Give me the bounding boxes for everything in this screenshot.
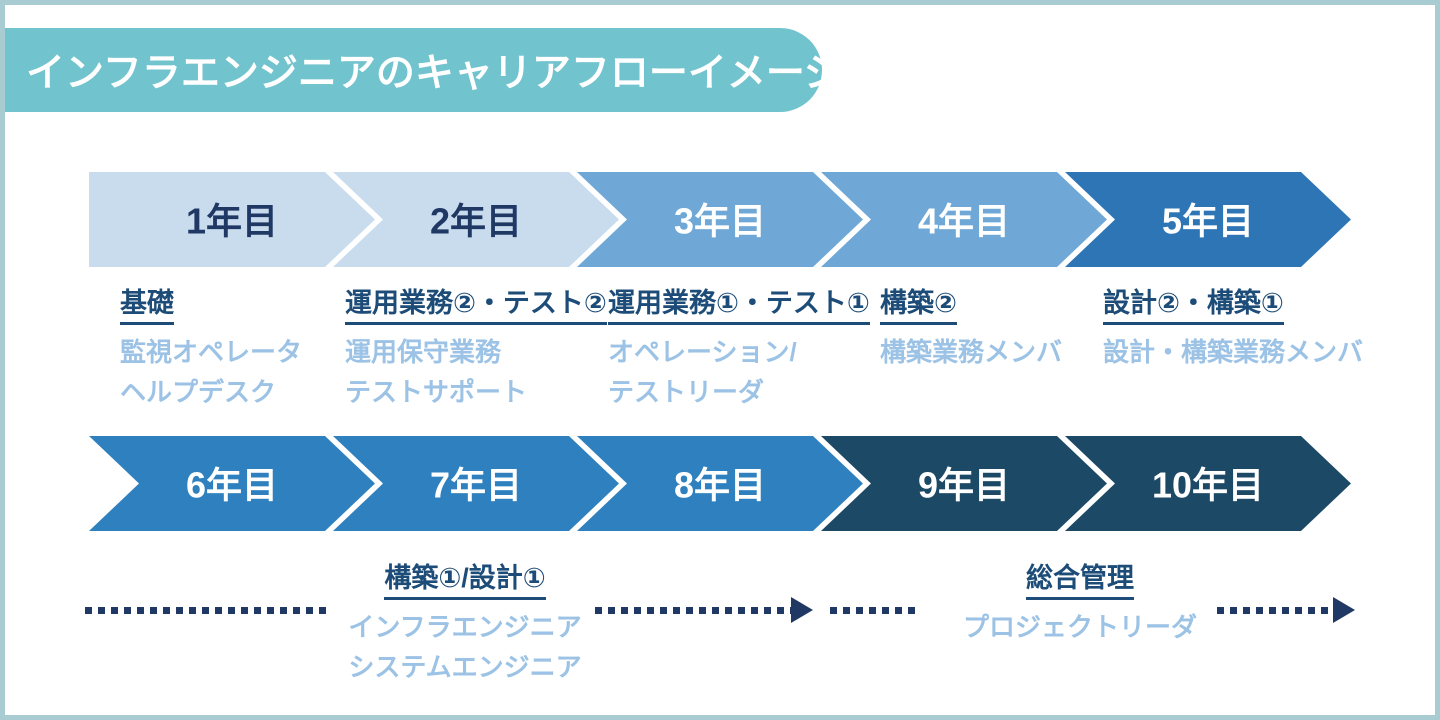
stage-group-management: 総合管理 プロジェクトリーダ — [925, 556, 1235, 647]
stage-heading: 運用業務①・テスト① — [608, 281, 870, 325]
year-3-label: 3年目 — [674, 201, 766, 242]
year-9-chevron — [821, 436, 1107, 531]
year-8-label: 8年目 — [674, 465, 766, 506]
flow-arrowhead-icon — [1333, 597, 1355, 623]
year-7-label: 7年目 — [430, 465, 522, 506]
stage-role: テストサポート — [345, 377, 528, 407]
stage-heading: 運用業務②・テスト② — [345, 281, 607, 325]
title-banner: インフラエンジニアのキャリアフローイメージ — [4, 28, 843, 112]
stage-group-build-design: 構築①/設計① インフラエンジニア システムエンジニア — [310, 556, 620, 687]
timeline-row-years-1-5: 1年目 2年目 3年目 4年目 5年目 — [89, 172, 1351, 267]
stage-role: システムエンジニア — [348, 652, 582, 682]
dotted-flow-line-4 — [1217, 607, 1333, 614]
year-5-label: 5年目 — [1162, 201, 1254, 242]
stage-heading: 構築② — [880, 281, 957, 325]
year-4-chevron — [821, 172, 1107, 267]
flow-arrowhead-icon — [791, 597, 813, 623]
stage-heading: 構築①/設計① — [384, 556, 546, 600]
year-3-chevron — [577, 172, 863, 267]
stage-role: オペレーション/ — [608, 337, 797, 367]
stage-role: 運用保守業務 — [345, 337, 502, 367]
stage-heading: 総合管理 — [1026, 556, 1134, 600]
stage-column-year-3: 運用業務①・テスト① オペレーション/ テストリーダ — [608, 281, 870, 412]
stage-column-year-5: 設計②・構築① 設計・構築業務メンバ — [1103, 281, 1363, 372]
year-6-label: 6年目 — [186, 465, 278, 506]
timeline-row-years-6-10: 6年目 7年目 8年目 9年目 10年目 — [89, 436, 1351, 531]
year-9-label: 9年目 — [918, 465, 1010, 506]
stage-role: インフラエンジニア — [348, 612, 582, 642]
year-1-chevron — [89, 172, 375, 267]
stage-column-year-1: 基礎 監視オペレータ ヘルプデスク — [120, 281, 302, 412]
stage-heading: 設計②・構築① — [1103, 281, 1284, 325]
stage-heading: 基礎 — [120, 281, 174, 325]
page-title: インフラエンジニアのキャリアフローイメージ — [26, 52, 844, 95]
year-10-chevron — [1065, 436, 1351, 531]
dotted-flow-line-2 — [595, 607, 791, 614]
dotted-flow-line-1 — [85, 607, 328, 614]
year-2-label: 2年目 — [430, 201, 522, 242]
stage-role: ヘルプデスク — [120, 377, 277, 407]
year-8-chevron — [577, 436, 863, 531]
stage-column-year-2: 運用業務②・テスト② 運用保守業務 テストサポート — [345, 281, 607, 412]
year-6-chevron — [89, 436, 375, 531]
year-5-chevron — [1065, 172, 1351, 267]
dotted-flow-line-3 — [830, 607, 918, 614]
year-2-chevron — [333, 172, 619, 267]
stage-role: 監視オペレータ — [120, 337, 303, 367]
stage-role: テストリーダ — [608, 377, 765, 407]
stage-role: 設計・構築業務メンバ — [1103, 337, 1364, 367]
year-4-label: 4年目 — [918, 201, 1010, 242]
stage-column-year-4: 構築② 構築業務メンバ — [880, 281, 1062, 372]
year-7-chevron — [333, 436, 619, 531]
stage-role: プロジェクトリーダ — [962, 612, 1197, 642]
stage-role: 構築業務メンバ — [880, 337, 1063, 367]
year-10-label: 10年目 — [1152, 465, 1264, 506]
year-1-label: 1年目 — [186, 201, 278, 242]
